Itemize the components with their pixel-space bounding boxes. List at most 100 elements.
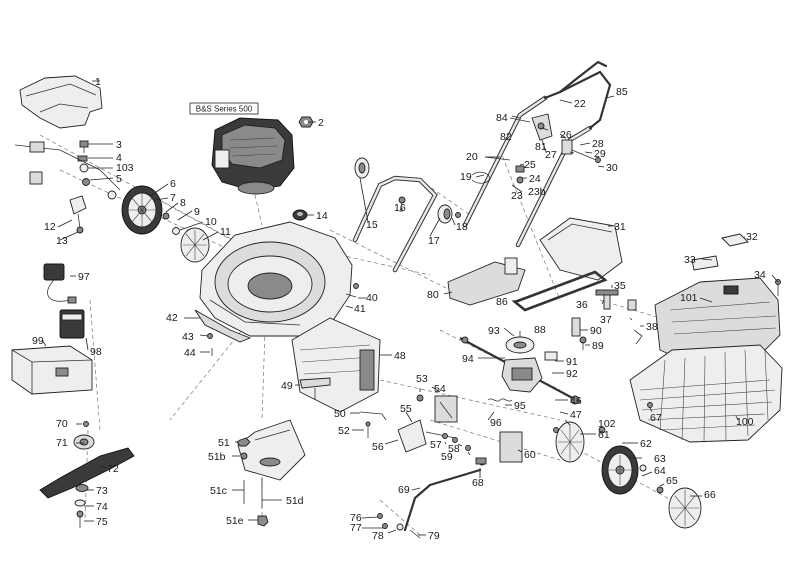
part-handle-knob-15 [354, 157, 370, 179]
callout-70: 70 [56, 418, 68, 430]
part-rear-hinge [397, 394, 523, 463]
callout-59: 59 [441, 451, 453, 463]
callout-74: 74 [96, 501, 108, 513]
callout-79: 79 [428, 530, 440, 542]
callout-26: 26 [560, 129, 572, 141]
callout-60: 60 [524, 449, 536, 461]
part-label-32-33 [691, 233, 749, 271]
callout-41: 41 [354, 303, 366, 315]
callout-98: 98 [90, 346, 102, 358]
callout-5: 5 [116, 173, 122, 185]
callout-29: 29 [594, 148, 606, 160]
callout-37: 37 [600, 314, 612, 326]
callout-6: 6 [170, 178, 176, 190]
callout-4: 4 [116, 152, 122, 164]
callout-34: 34 [754, 269, 766, 281]
callout-72: 72 [107, 463, 119, 475]
part-battery [59, 309, 85, 339]
callout-75: 75 [96, 516, 108, 528]
part-upper-handle [462, 60, 612, 248]
callout-63: 63 [654, 453, 666, 465]
callout-9: 9 [194, 206, 200, 218]
callout-17: 17 [428, 235, 440, 247]
callout-23b: 23b [528, 186, 546, 198]
part-spring-95 [487, 398, 513, 402]
part-rear-hubcap [668, 487, 702, 529]
callout-76: 76 [350, 512, 362, 524]
part-wheel-washers-8-9-10 [107, 190, 180, 235]
part-bolt-52 [365, 421, 371, 438]
callout-89: 89 [592, 340, 604, 352]
callout-18: 18 [456, 221, 468, 233]
callout-38: 38 [646, 321, 658, 333]
part-screw-67 [647, 402, 653, 408]
callout-92: 92 [566, 368, 578, 380]
callout-96: 96 [490, 417, 502, 429]
part-fasteners-76-79 [377, 513, 421, 539]
part-bracket-49 [299, 377, 331, 400]
callout-51c: 51c [210, 485, 227, 497]
callout-52: 52 [338, 425, 350, 437]
callout-12: 12 [44, 221, 56, 233]
part-lower-handle [352, 175, 438, 273]
callout-23: 23 [511, 190, 523, 202]
callout-88: 88 [534, 324, 546, 336]
part-throttle-control [509, 113, 553, 141]
part-handle-knob-18 [437, 204, 461, 224]
callout-48: 48 [394, 350, 406, 362]
callout-65: 65 [666, 475, 678, 487]
callout-80: 80 [427, 289, 439, 301]
callout-20: 20 [466, 151, 478, 163]
part-nut-14 [292, 209, 308, 221]
callout-101: 101 [680, 292, 698, 304]
callout-102: 102 [598, 418, 616, 430]
callout-91: 91 [566, 356, 578, 368]
callout-33: 33 [684, 254, 696, 266]
callout-11: 11 [220, 226, 231, 238]
callout-10: 10 [205, 216, 217, 228]
callout-94: 94 [462, 353, 474, 365]
callout-84: 84 [496, 112, 508, 124]
callout-78: 78 [372, 530, 384, 542]
part-rear-cover [19, 75, 103, 129]
callout-71: 71 [56, 437, 68, 449]
callout-69: 69 [398, 484, 410, 496]
part-height-lever [14, 141, 121, 234]
callout-58: 58 [448, 443, 460, 455]
callout-8: 8 [180, 197, 186, 209]
callout-95: 95 [514, 400, 526, 412]
part-screws-43-44 [207, 333, 213, 356]
callout-62: 62 [640, 438, 652, 450]
callout-16: 16 [394, 202, 406, 214]
callout-99: 99 [32, 335, 44, 347]
part-bracket-26-29 [561, 139, 601, 163]
part-bag-frame-top [539, 217, 623, 281]
part-clip-50 [359, 411, 387, 421]
callout-19: 19 [460, 171, 472, 183]
part-screws-40-41 [345, 283, 359, 298]
callout-1: 1 [95, 76, 101, 88]
engine-label: B&S Series 500 [196, 105, 253, 114]
callout-25: 25 [524, 159, 536, 171]
callout-77: 77 [350, 522, 362, 534]
callout-51b: 51b [208, 451, 226, 463]
part-front-wheel-left [121, 185, 163, 235]
part-rear-wheel [601, 445, 664, 495]
callout-22: 22 [574, 98, 586, 110]
part-clip-19 [471, 171, 491, 184]
callout-103: 103 [116, 162, 134, 174]
callout-40: 40 [366, 292, 378, 304]
callout-13: 13 [56, 235, 68, 247]
callout-67: 67 [650, 412, 662, 424]
callout-47: 47 [570, 409, 582, 421]
callout-57: 57 [430, 439, 442, 451]
part-cable-clips-24-25 [484, 156, 525, 184]
callout-30: 30 [606, 162, 618, 174]
part-brackets-35-37 [595, 289, 637, 311]
part-rear-guard [291, 317, 381, 413]
callout-68: 68 [472, 477, 484, 489]
callout-3: 3 [116, 139, 122, 151]
